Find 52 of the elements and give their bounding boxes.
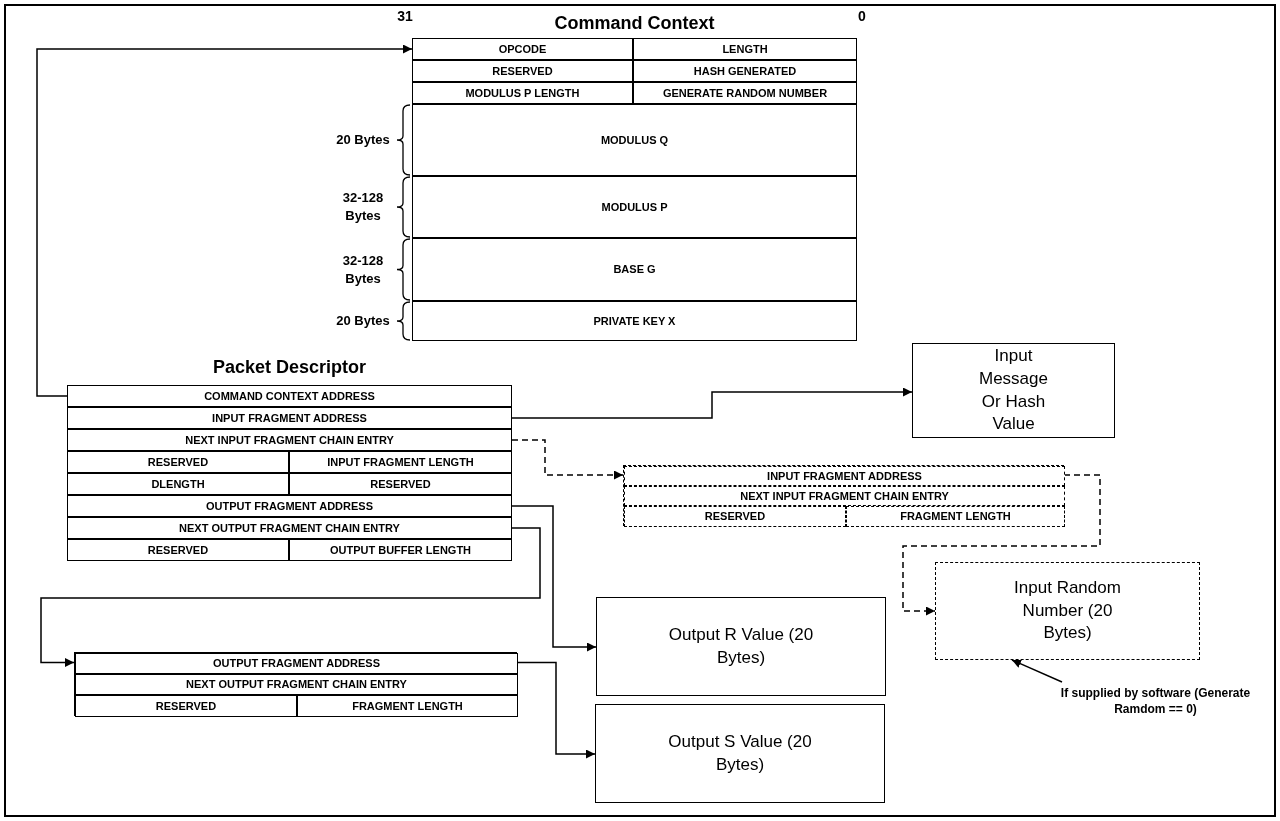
register-field: INPUT FRAGMENT ADDRESS: [624, 466, 1065, 486]
arrow: [511, 387, 913, 419]
fragment-table: [74, 652, 517, 716]
register-field: DLENGTH: [67, 473, 289, 495]
register-field: RESERVED: [289, 473, 512, 495]
arrow: [40, 527, 541, 667]
data-block: Input Message Or Hash Value: [912, 343, 1115, 438]
register-field: RESERVED: [624, 506, 846, 527]
register-field: RESERVED: [67, 451, 289, 473]
register-field: COMMAND CONTEXT ADDRESS: [67, 385, 512, 407]
register-field: FRAGMENT LENGTH: [297, 695, 518, 717]
register-field: RESERVED: [412, 60, 633, 82]
register-field: MODULUS P LENGTH: [412, 82, 633, 104]
register-field: OPCODE: [412, 38, 633, 60]
register-field: FRAGMENT LENGTH: [846, 506, 1065, 527]
register-field: NEXT INPUT FRAGMENT CHAIN ENTRY: [67, 429, 512, 451]
size-label: 20 Bytes: [335, 131, 391, 150]
bit-number: 31: [396, 6, 414, 26]
dashed-arrow: [511, 439, 624, 480]
register-field: RESERVED: [75, 695, 297, 717]
data-block: Input Random Number (20 Bytes): [935, 562, 1200, 660]
data-block: Output S Value (20 Bytes): [595, 704, 885, 803]
register-field: BASE G: [412, 238, 857, 301]
register-field: HASH GENERATED: [633, 60, 857, 82]
register-field: INPUT FRAGMENT ADDRESS: [67, 407, 512, 429]
size-label: 32-128 Bytes: [341, 251, 385, 288]
register-field: OUTPUT FRAGMENT ADDRESS: [75, 653, 518, 674]
size-label: 20 Bytes: [335, 312, 391, 331]
register-field: NEXT OUTPUT FRAGMENT CHAIN ENTRY: [67, 517, 512, 539]
dashed-arrow: [902, 474, 1101, 616]
arrow: [36, 44, 413, 397]
register-field: MODULUS Q: [412, 104, 857, 176]
fragment-table: [623, 465, 1064, 526]
register-field: PRIVATE KEY X: [412, 301, 857, 341]
bit-number: 0: [857, 6, 867, 26]
size-label: 32-128 Bytes: [341, 189, 385, 225]
data-block: Output R Value (20 Bytes): [596, 597, 886, 696]
register-field: GENERATE RANDOM NUMBER: [633, 82, 857, 104]
arrow: [516, 661, 596, 759]
table-title: Packet Descriptor: [211, 355, 368, 379]
register-field: LENGTH: [633, 38, 857, 60]
register-field: INPUT FRAGMENT LENGTH: [289, 451, 512, 473]
register-field: RESERVED: [67, 539, 289, 561]
arrow: [1011, 659, 1063, 683]
register-field: NEXT INPUT FRAGMENT CHAIN ENTRY: [624, 486, 1065, 506]
arrow: [511, 505, 597, 652]
register-field: OUTPUT BUFFER LENGTH: [289, 539, 512, 561]
note-text: If supplied by software (Generate Ramdom == 0): [1058, 682, 1253, 722]
register-field: NEXT OUTPUT FRAGMENT CHAIN ENTRY: [75, 674, 518, 695]
register-field: MODULUS P: [412, 176, 857, 238]
register-field: OUTPUT FRAGMENT ADDRESS: [67, 495, 512, 517]
table-title: Command Context: [553, 11, 716, 35]
